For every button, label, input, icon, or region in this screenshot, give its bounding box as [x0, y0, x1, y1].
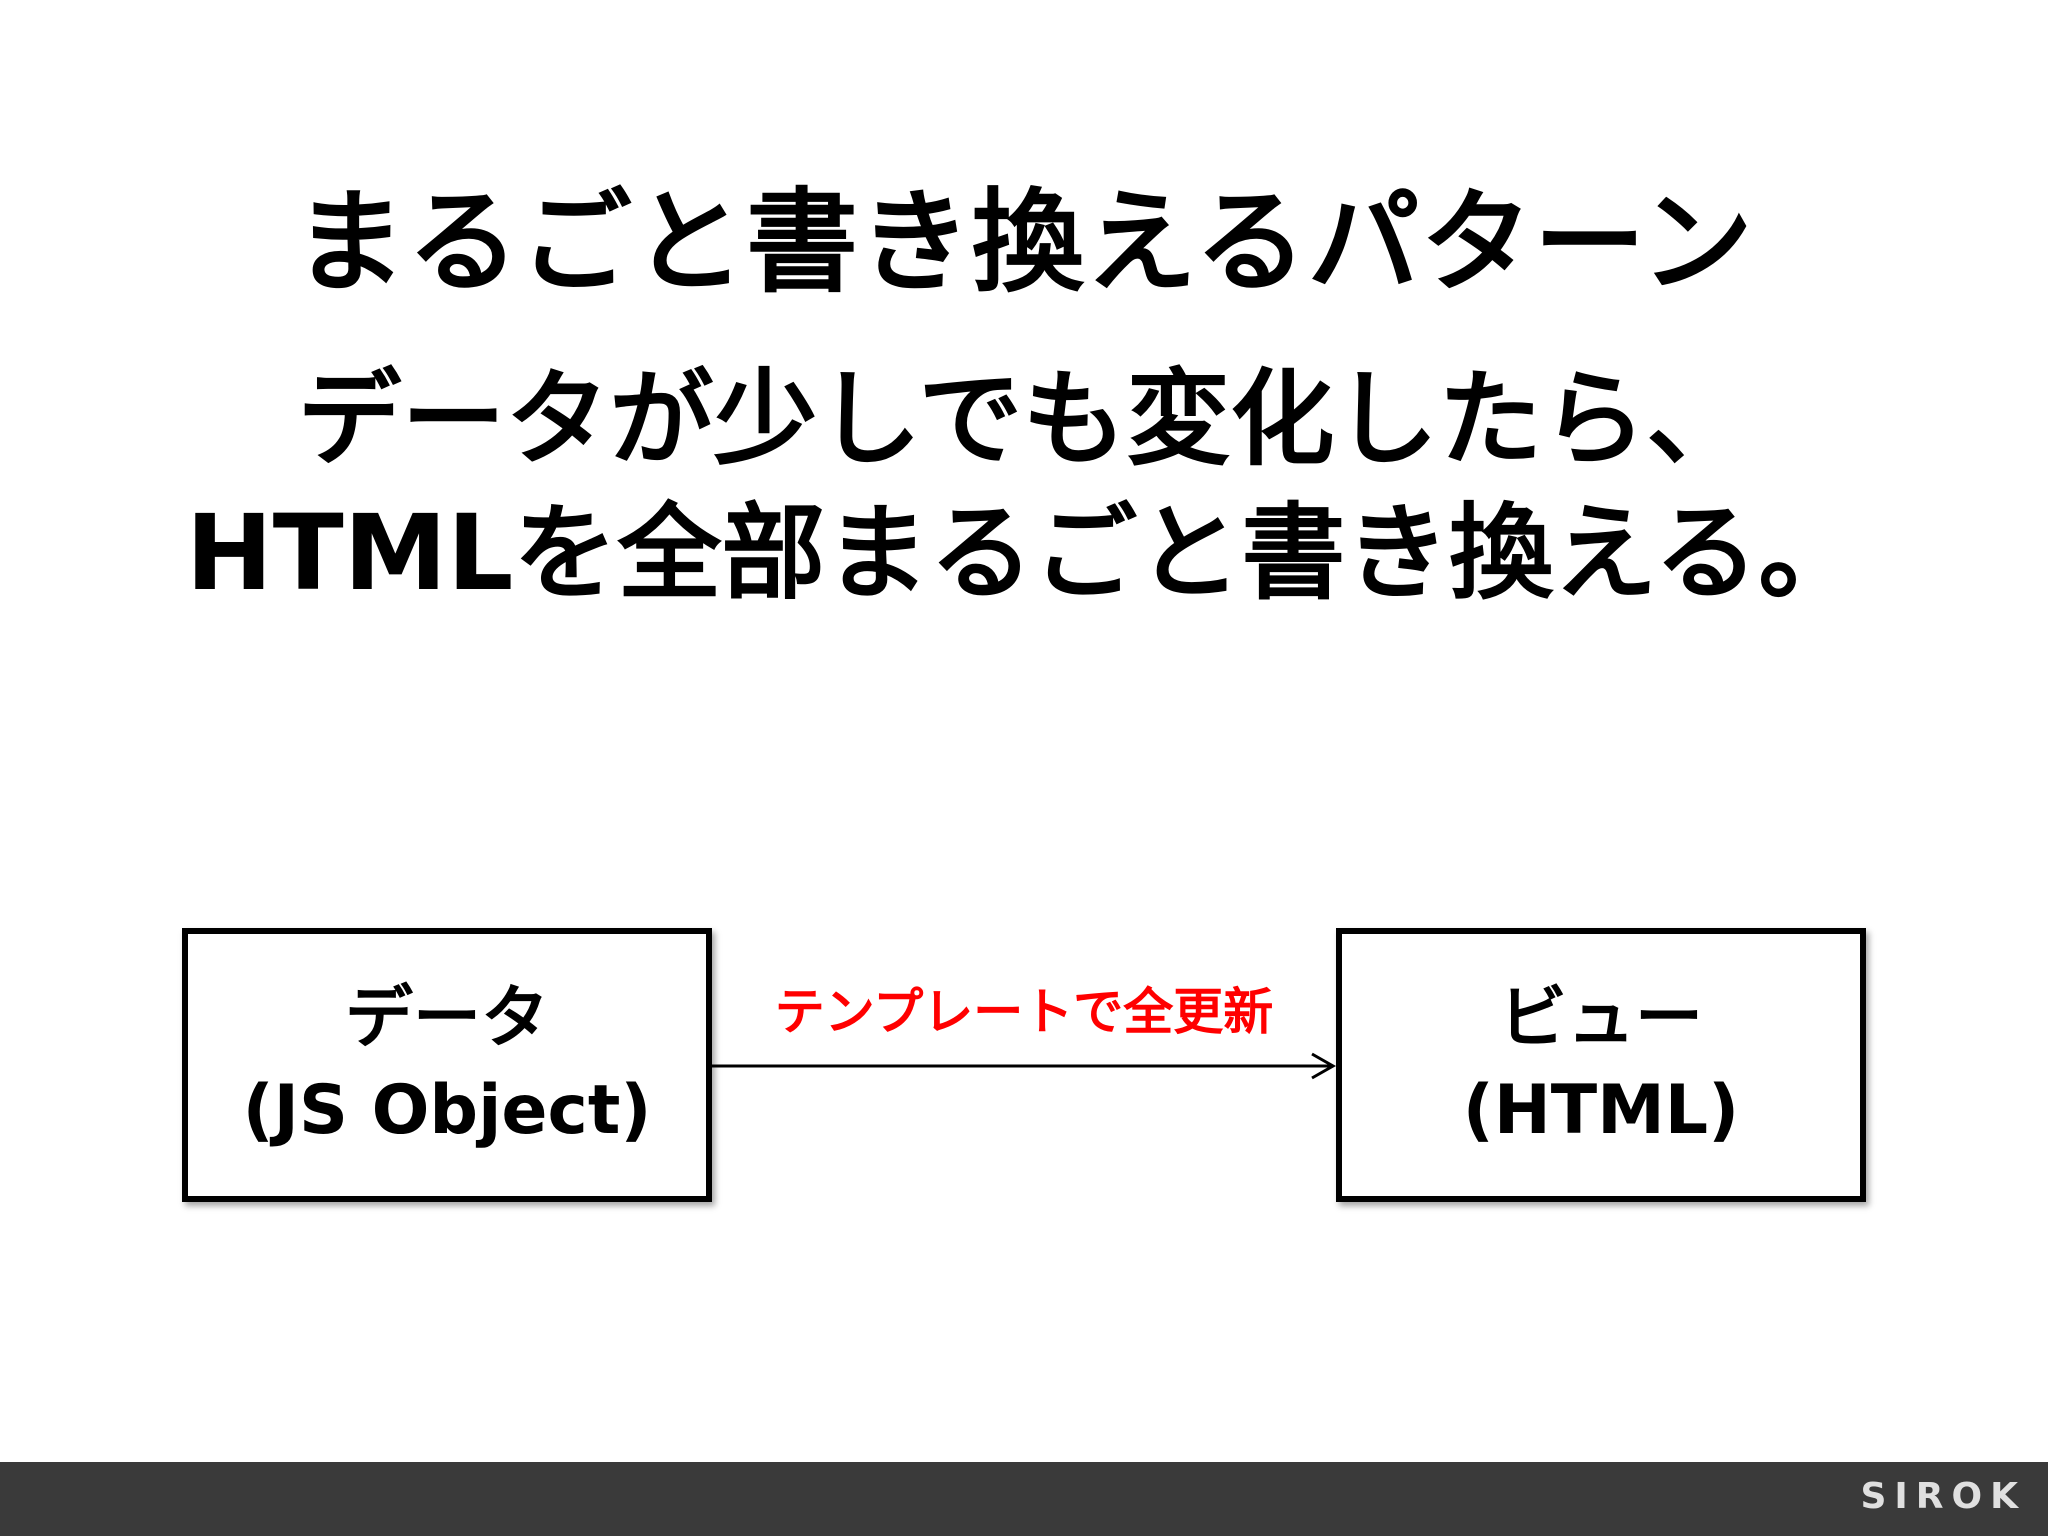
view-box-title: ビュー	[1498, 979, 1703, 1058]
arrow-head-icon	[1311, 1052, 1337, 1080]
subtitle-line-2: HTMLを全部まるごと書き換える。	[185, 492, 1863, 614]
view-box-subtitle: (HTML)	[1462, 1071, 1740, 1150]
data-box-title: データ	[344, 979, 549, 1058]
slide-subtitle: データが少しでも変化したら、 HTMLを全部まるごと書き換える。	[0, 352, 2048, 620]
slide-title: まるごと書き換えるパターン	[293, 178, 1755, 308]
footer-bar: SIROK	[0, 1462, 2048, 1536]
subtitle-line-1: データが少しでも変化したら、	[297, 358, 1751, 480]
data-box: データ (JS Object)	[182, 928, 712, 1202]
arrow-label: テンプレートで全更新	[774, 983, 1274, 1041]
view-box: ビュー (HTML)	[1336, 928, 1866, 1202]
sirok-logo: SIROK	[1860, 1476, 2026, 1517]
data-box-subtitle: (JS Object)	[242, 1071, 652, 1150]
